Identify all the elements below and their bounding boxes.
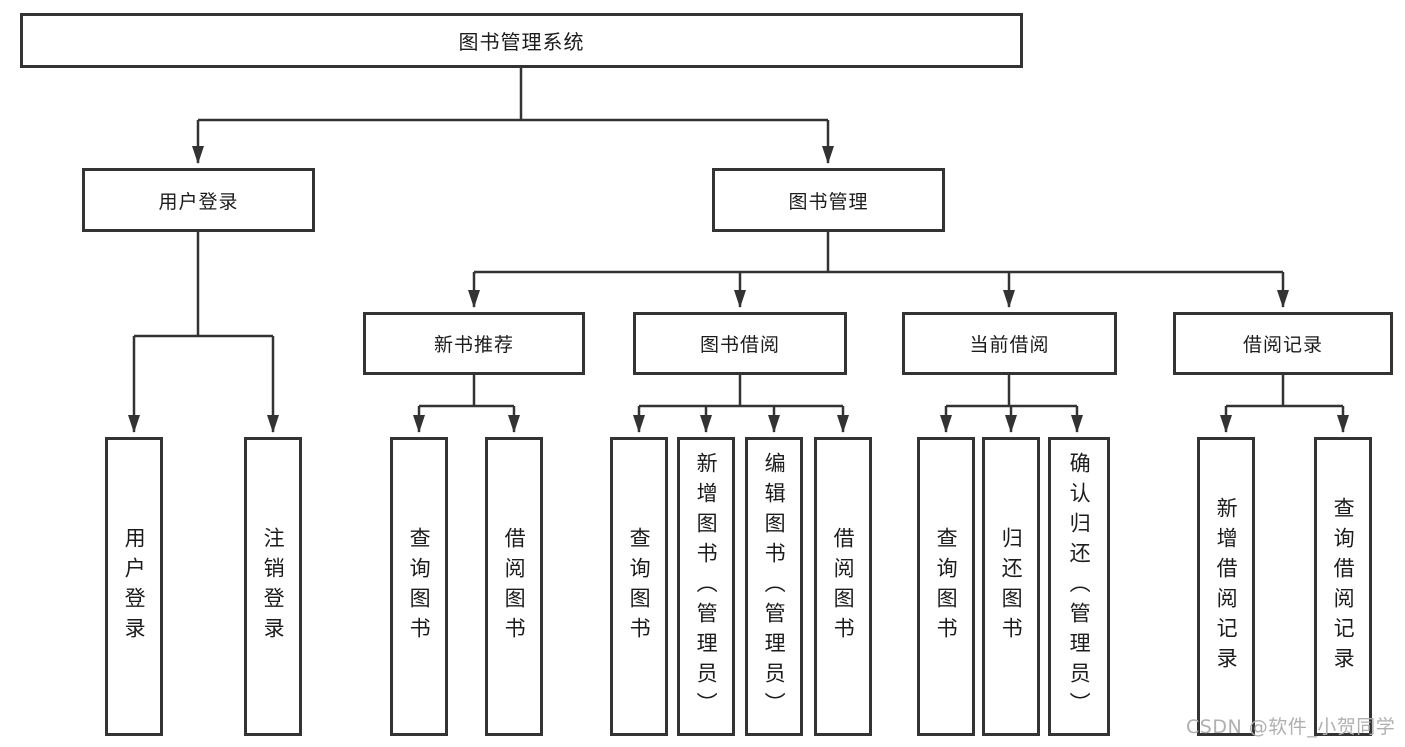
leaf-borrow-add-books-admin: 新增图书（管理员） <box>677 437 735 736</box>
leaf-current-return-books: 归还图书 <box>982 437 1040 736</box>
node-label: 新增图书（管理员） <box>694 451 719 722</box>
node-label: 借阅图书 <box>502 526 527 647</box>
node-label: 确认归还（管理员） <box>1067 451 1092 722</box>
node-label: 查询图书 <box>627 526 652 647</box>
leaf-recommend-query-books: 查询图书 <box>390 437 448 736</box>
node-new-book-recommend: 新书推荐 <box>363 312 585 375</box>
node-label: 新增借阅记录 <box>1214 496 1239 677</box>
leaf-logout: 注销登录 <box>244 437 302 736</box>
node-borrow-records: 借阅记录 <box>1173 312 1393 375</box>
node-label: 当前借阅 <box>969 334 1050 356</box>
node-label: 用户登录 <box>122 526 147 647</box>
node-current-borrow: 当前借阅 <box>902 312 1117 375</box>
node-label: 用户登录 <box>158 190 239 213</box>
leaf-current-confirm-return-admin: 确认归还（管理员） <box>1048 437 1110 736</box>
leaf-borrow-query-books: 查询图书 <box>610 437 668 736</box>
node-label: 借阅记录 <box>1242 334 1323 356</box>
leaf-borrow-edit-books-admin: 编辑图书（管理员） <box>745 437 803 736</box>
node-label: 图书借阅 <box>699 334 780 356</box>
node-label: 图书管理 <box>788 190 869 213</box>
leaf-current-query-books: 查询图书 <box>917 437 975 736</box>
node-label: 借阅图书 <box>831 526 856 647</box>
node-label: 查询借阅记录 <box>1331 496 1356 677</box>
node-book-management: 图书管理 <box>712 168 945 232</box>
leaf-recommend-borrow-books: 借阅图书 <box>485 437 543 736</box>
node-root-system: 图书管理系统 <box>20 13 1023 68</box>
leaf-user-login: 用户登录 <box>105 437 163 736</box>
node-label: 归还图书 <box>999 526 1024 647</box>
node-book-borrow: 图书借阅 <box>633 312 847 375</box>
connector-root-split <box>134 68 1343 408</box>
leaf-borrow-borrow-books: 借阅图书 <box>814 437 872 736</box>
leaf-records-query-record: 查询借阅记录 <box>1314 437 1372 736</box>
node-label: 图书管理系统 <box>458 30 585 54</box>
leaf-records-add-record: 新增借阅记录 <box>1197 437 1255 736</box>
watermark-text: CSDN @软件_小贺同学 <box>1186 716 1396 738</box>
node-label: 新书推荐 <box>433 334 514 356</box>
node-user-login: 用户登录 <box>82 168 315 232</box>
node-label: 查询图书 <box>407 526 432 647</box>
node-label: 编辑图书（管理员） <box>762 451 787 722</box>
node-label: 查询图书 <box>934 526 959 647</box>
node-label: 注销登录 <box>261 526 286 647</box>
